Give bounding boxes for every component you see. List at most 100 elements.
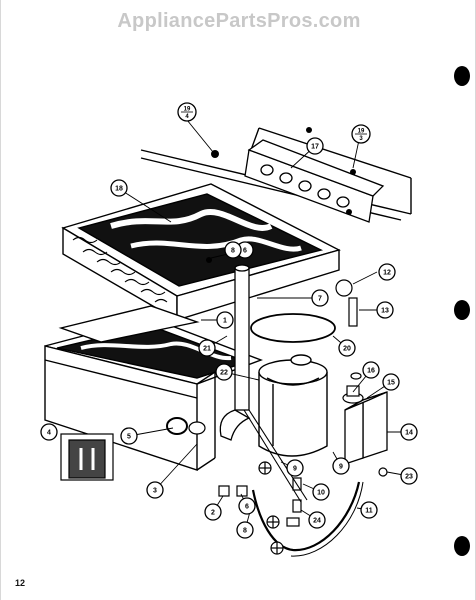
- fraction-callout: 194: [177, 102, 197, 122]
- registration-mark-middle: [454, 300, 470, 320]
- air-deflector: [244, 139, 385, 223]
- screw-icon: [346, 209, 352, 215]
- grommet: [166, 417, 188, 435]
- callout-bubble: [360, 501, 378, 519]
- drain-bracket: [60, 433, 114, 481]
- callout-13: 13: [376, 301, 394, 319]
- deflector-hole: [317, 188, 331, 200]
- callout-label: 24: [313, 518, 321, 525]
- callout-label: 12: [383, 270, 391, 277]
- callout-22: 22: [215, 363, 233, 381]
- callout-labels: 1234567891011121314151617182021222324968…: [40, 102, 418, 539]
- callout-bubble: [224, 241, 242, 259]
- page-number: 12: [15, 578, 26, 588]
- callout-bubble: [204, 503, 222, 521]
- callout-6: 6: [238, 497, 256, 515]
- callout-label: 20: [343, 346, 351, 353]
- pipe-fittings: [188, 279, 388, 555]
- callout-bubble: [362, 361, 380, 379]
- callout-2: 2: [204, 503, 222, 521]
- callout-bubble: [40, 423, 58, 441]
- callout-label: 15: [387, 380, 395, 387]
- callout-12: 12: [378, 263, 396, 281]
- control-box: [344, 391, 388, 465]
- screw-icon: [206, 257, 212, 263]
- callout-11: 11: [360, 501, 378, 519]
- callout-3: 3: [146, 481, 164, 499]
- callout-bubble: [286, 459, 304, 477]
- gasket-ring: [250, 313, 336, 343]
- fraction-bottom: 3: [359, 136, 363, 142]
- callout-5: 5: [120, 427, 138, 445]
- callout-bubble: [110, 179, 128, 197]
- fraction-top: 19: [184, 107, 191, 113]
- callout-bubble: [378, 263, 396, 281]
- registration-mark-top: [454, 66, 470, 86]
- callout-label: 6: [245, 504, 249, 511]
- callout-label: 14: [405, 430, 413, 437]
- callout-label: 16: [367, 368, 375, 375]
- callout-label: 8: [231, 248, 235, 255]
- callout-17: 17: [306, 137, 324, 155]
- callout-bubble: [400, 467, 418, 485]
- callout-15: 15: [382, 373, 400, 391]
- float-valve: [342, 385, 364, 404]
- callout-24: 24: [308, 511, 326, 529]
- deflector-hole: [336, 196, 350, 208]
- callout-bubble: [306, 137, 324, 155]
- deflector-hole: [298, 180, 312, 192]
- callout-bubble: [376, 301, 394, 319]
- callout-bubble: [312, 483, 330, 501]
- callout-bubble: [215, 363, 233, 381]
- fraction-callout: 193: [351, 124, 371, 144]
- callout-label: 3: [153, 488, 157, 495]
- callout-10: 10: [312, 483, 330, 501]
- callout-16: 16: [362, 361, 380, 379]
- callout-bubble: [382, 373, 400, 391]
- fraction-top: 19: [358, 129, 365, 135]
- watermark: AppliancePartsPros.com: [117, 10, 361, 32]
- callout-label: 8: [243, 528, 247, 535]
- drain-hose: [251, 481, 361, 552]
- callout-label: 1: [223, 318, 227, 325]
- callout-label: 18: [115, 186, 123, 193]
- callout-8: 8: [224, 241, 242, 259]
- callout-bubble: [311, 289, 329, 307]
- fraction-bottom: 4: [185, 114, 189, 120]
- callout-bubble: [338, 339, 356, 357]
- callout-1: 1: [216, 311, 234, 329]
- callout-label: 7: [318, 296, 322, 303]
- callout-label: 11: [365, 508, 373, 515]
- callout-bubble: [308, 511, 326, 529]
- callout-bubble: [236, 521, 254, 539]
- screw-icon: [350, 169, 356, 175]
- callout-label: 13: [381, 308, 389, 315]
- callout-18: 18: [110, 179, 128, 197]
- callout-bubble: [198, 339, 216, 357]
- callout-20: 20: [338, 339, 356, 357]
- callout-label: 23: [405, 474, 413, 481]
- callout-14: 14: [400, 423, 418, 441]
- accumulator-can: [258, 354, 328, 457]
- deflector-hole: [260, 164, 274, 176]
- callout-label: 22: [220, 370, 228, 377]
- callout-8: 8: [236, 521, 254, 539]
- callout-23: 23: [400, 467, 418, 485]
- callout-bubble: [238, 497, 256, 515]
- callout-label: 9: [293, 466, 297, 473]
- callout-bubble: [146, 481, 164, 499]
- callout-label: 4: [47, 430, 51, 437]
- callout-label: 5: [127, 434, 131, 441]
- callout-label: 9: [339, 464, 343, 471]
- callout-bubble: [216, 311, 234, 329]
- callout-4: 4: [40, 423, 58, 441]
- callout-9: 9: [332, 457, 350, 475]
- vertical-tube: [219, 264, 251, 441]
- callout-label: 6: [243, 248, 247, 255]
- callout-21: 21: [198, 339, 216, 357]
- callout-label: 2: [211, 510, 215, 517]
- callout-label: 21: [203, 346, 211, 353]
- callout-9: 9: [286, 459, 304, 477]
